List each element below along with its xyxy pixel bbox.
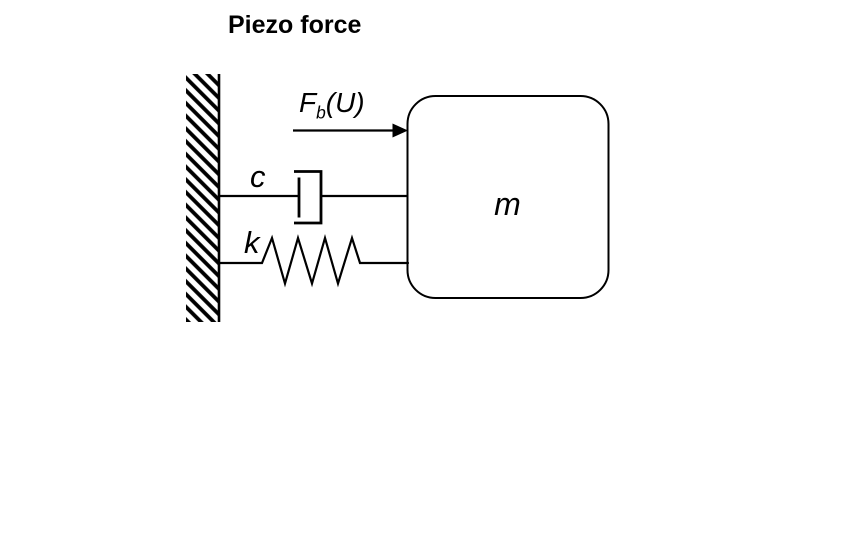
force-symbol: F <box>299 87 317 118</box>
mass-label: m <box>494 186 521 222</box>
diagram-title: Piezo force <box>228 11 362 39</box>
spring-stiffness-label: k <box>244 225 260 260</box>
force-arrow <box>293 123 408 138</box>
damping-coefficient-label: c <box>250 159 266 194</box>
damper-cylinder-cup <box>294 170 323 225</box>
force-label: Fb(U) <box>299 89 365 122</box>
wall-hatching <box>186 74 219 322</box>
spring <box>217 233 410 288</box>
force-argument: (U) <box>325 87 365 118</box>
damper <box>219 170 408 225</box>
force-arrowhead <box>392 123 408 138</box>
force-subscript: b <box>316 102 326 123</box>
fixed-wall <box>186 74 221 322</box>
